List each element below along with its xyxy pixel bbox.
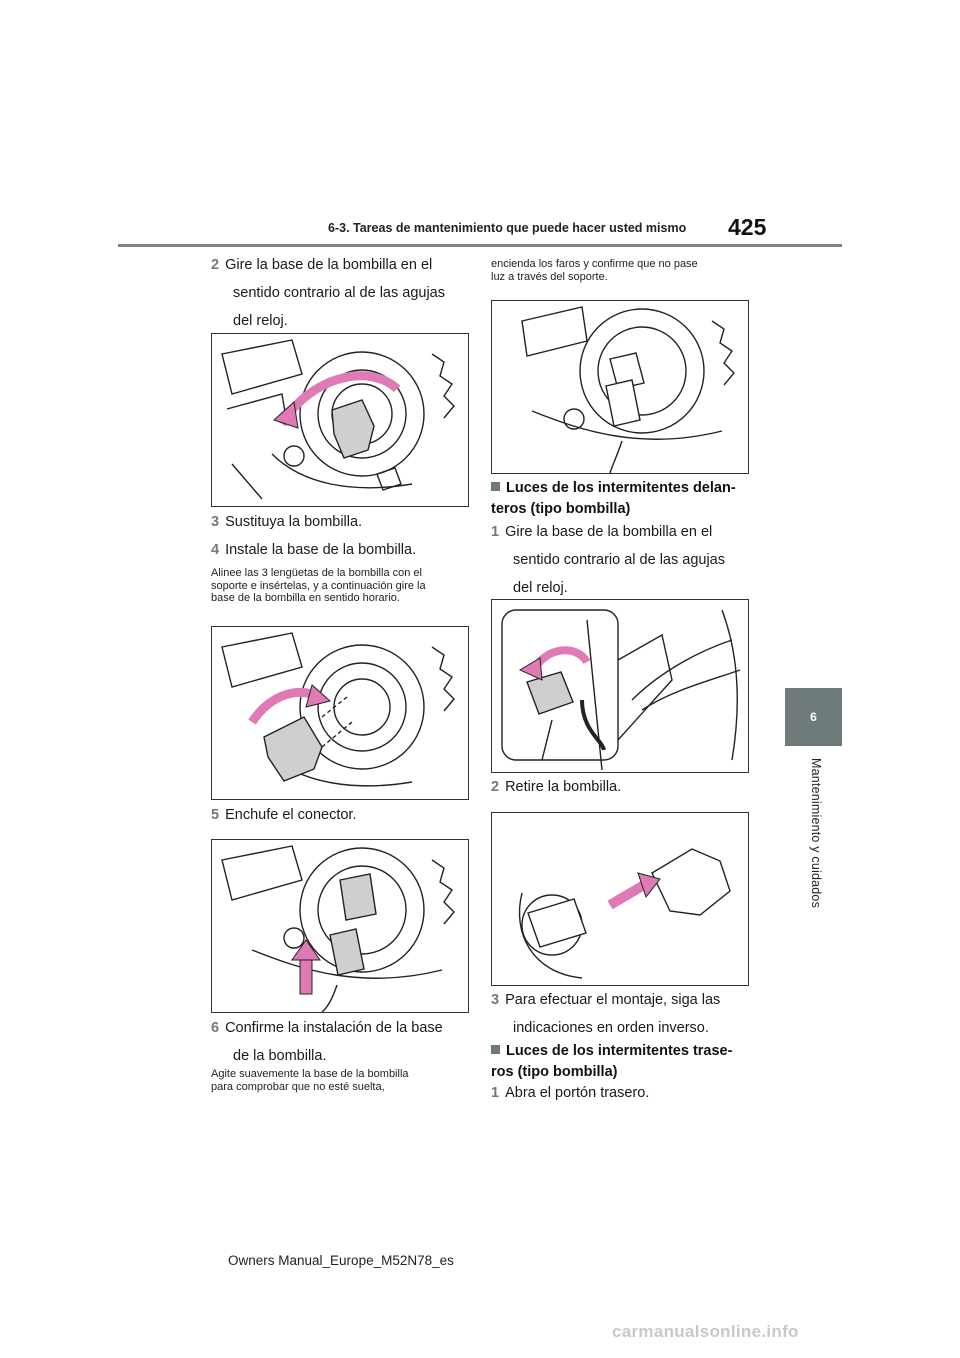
step-2: 2 Gire la base de la bombilla en el senti…: [211, 253, 481, 333]
step-number: 6: [211, 1020, 220, 1036]
rear-step-1: 1 Abra el portón trasero.: [491, 1081, 761, 1105]
page-number: 425: [728, 214, 767, 240]
step-number: 3: [211, 514, 220, 530]
heading-front-turn-signals: Luces de los intermitentes delan- teros …: [491, 478, 761, 520]
watermark: carmanualsonline.info: [612, 1322, 799, 1341]
chapter-number: 6: [810, 710, 817, 724]
step-6: 6 Confirme la instalación de la base de l…: [211, 1016, 481, 1068]
step-number: 4: [211, 542, 220, 558]
step-text: Abra el portón trasero.: [505, 1085, 650, 1101]
front-step-2: 2 Retire la bombilla.: [491, 775, 761, 799]
step-text: Para efectuar el montaje, siga las: [505, 992, 721, 1008]
step-text: del reloj.: [233, 313, 288, 329]
note-line: para comprobar que no esté suelta,: [211, 1080, 385, 1093]
step-number: 2: [211, 257, 220, 273]
heading-text: Luces de los intermitentes delan-: [506, 480, 736, 496]
heading-text: ros (tipo bombilla): [491, 1064, 618, 1080]
step-number: 3: [491, 992, 500, 1008]
heading-text: teros (tipo bombilla): [491, 501, 631, 517]
note-line: Agite suavemente la base de la bombilla: [211, 1068, 409, 1080]
step-number: 2: [491, 779, 500, 795]
note-step-6: Agite suavemente la base de la bombilla …: [211, 1068, 481, 1093]
chapter-label: Mantenimiento y cuidados: [809, 758, 823, 909]
illustration-remove-bulb: [491, 812, 749, 986]
note-line: Alinee las 3 lengüetas de la bombilla co…: [211, 567, 422, 579]
step-text: del reloj.: [513, 580, 568, 596]
step-text: Instale la base de la bombilla.: [225, 542, 417, 558]
illustration-turn-bulb-base: [211, 333, 469, 507]
header-rule: [118, 244, 842, 247]
note-continued: encienda los faros y confirme que no pas…: [491, 258, 761, 283]
illustration-plug-connector: [211, 839, 469, 1013]
step-5: 5 Enchufe el conector.: [211, 803, 481, 827]
illustration-install-bulb-base: [211, 626, 469, 800]
step-text: sentido contrario al de las agujas: [513, 552, 725, 568]
note-line: luz a través del soporte.: [491, 270, 608, 283]
heading-rear-turn-signals: Luces de los intermitentes trase- ros (t…: [491, 1041, 761, 1083]
step-text: Gire la base de la bombilla en el: [505, 524, 713, 540]
section-title: 6-3. Tareas de mantenimiento que puede h…: [328, 221, 687, 235]
step-3: 3 Sustituya la bombilla.: [211, 510, 481, 534]
front-step-3: 3 Para efectuar el montaje, siga las indi…: [491, 988, 761, 1040]
illustration-check-installation: [491, 300, 749, 474]
step-text: Retire la bombilla.: [505, 779, 622, 795]
note-line: soporte e insértelas, y a continuación g…: [211, 579, 426, 592]
chapter-tab: 6: [785, 688, 842, 746]
step-text: Enchufe el conector.: [225, 807, 357, 823]
step-text: indicaciones en orden inverso.: [513, 1020, 709, 1036]
note-line: encienda los faros y confirme que no pas…: [491, 258, 698, 270]
step-text: sentido contrario al de las agujas: [233, 285, 445, 301]
footer-text: Owners Manual_Europe_M52N78_es: [228, 1253, 454, 1268]
note-step-4: Alinee las 3 lengüetas de la bombilla co…: [211, 567, 481, 605]
step-number: 1: [491, 1085, 500, 1101]
heading-marker: [491, 482, 500, 491]
step-text: de la bombilla.: [233, 1048, 327, 1064]
note-line: base de la bombilla en sentido horario.: [211, 592, 400, 604]
step-4: 4 Instale la base de la bombilla.: [211, 538, 481, 562]
heading-text: Luces de los intermitentes trase-: [506, 1043, 733, 1059]
step-text: Gire la base de la bombilla en el: [225, 257, 433, 273]
step-text: Confirme la instalación de la base: [225, 1020, 443, 1036]
step-number: 5: [211, 807, 220, 823]
heading-marker: [491, 1045, 500, 1054]
step-text: Sustituya la bombilla.: [225, 514, 363, 530]
front-step-1: 1 Gire la base de la bombilla en el senti…: [491, 520, 761, 600]
illustration-front-turn-signal: [491, 599, 749, 773]
step-number: 1: [491, 524, 500, 540]
